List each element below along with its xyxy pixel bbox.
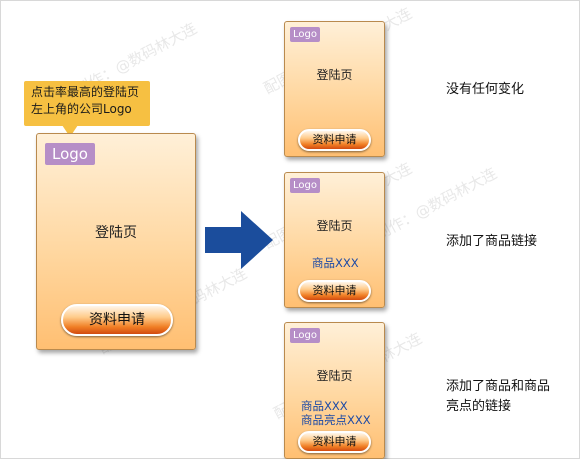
callout-line-1: 点击率最高的登陆页 [31,85,140,99]
landing-page-card-original: Logo 登陆页 资料申请 [36,133,196,350]
callout-line-2: 左上角的公司Logo [31,102,132,116]
apply-button[interactable]: 资料申请 [298,129,371,151]
landing-page-card-variant-1: Logo 登陆页 资料申请 [284,21,385,157]
landing-page-card-variant-3: Logo 登陆页 商品XXX 商品亮点XXX 资料申请 [284,322,385,459]
variant-3-note: 添加了商品和商品 亮点的链接 [446,377,550,417]
right-arrow-icon [205,211,273,269]
product-link[interactable]: 商品XXX [301,399,348,413]
variant-2-note: 添加了商品链接 [446,234,538,249]
page-title: 登陆页 [95,225,137,241]
variant-3-note-line-1: 添加了商品和商品 [446,379,551,394]
logo-badge: Logo [290,178,320,193]
callout-box: 点击率最高的登陆页 左上角的公司Logo [24,81,150,126]
page-title: 登陆页 [316,219,353,233]
landing-page-card-variant-2: Logo 登陆页 商品XXX 资料申请 [284,172,385,308]
logo-badge: Logo [290,27,320,42]
product-link[interactable]: 商品XXX [312,256,359,270]
apply-button[interactable]: 资料申请 [298,431,371,453]
apply-button[interactable]: 资料申请 [61,304,173,336]
logo-badge: Logo [290,328,320,343]
variant-1-note: 没有任何变化 [446,82,525,97]
page-title: 登陆页 [316,369,353,383]
page-title: 登陆页 [316,68,353,82]
product-highlight-link[interactable]: 商品亮点XXX [301,413,371,427]
variant-3-note-line-2: 亮点的链接 [446,399,512,414]
logo-badge: Logo [45,143,95,165]
apply-button[interactable]: 资料申请 [298,280,371,302]
